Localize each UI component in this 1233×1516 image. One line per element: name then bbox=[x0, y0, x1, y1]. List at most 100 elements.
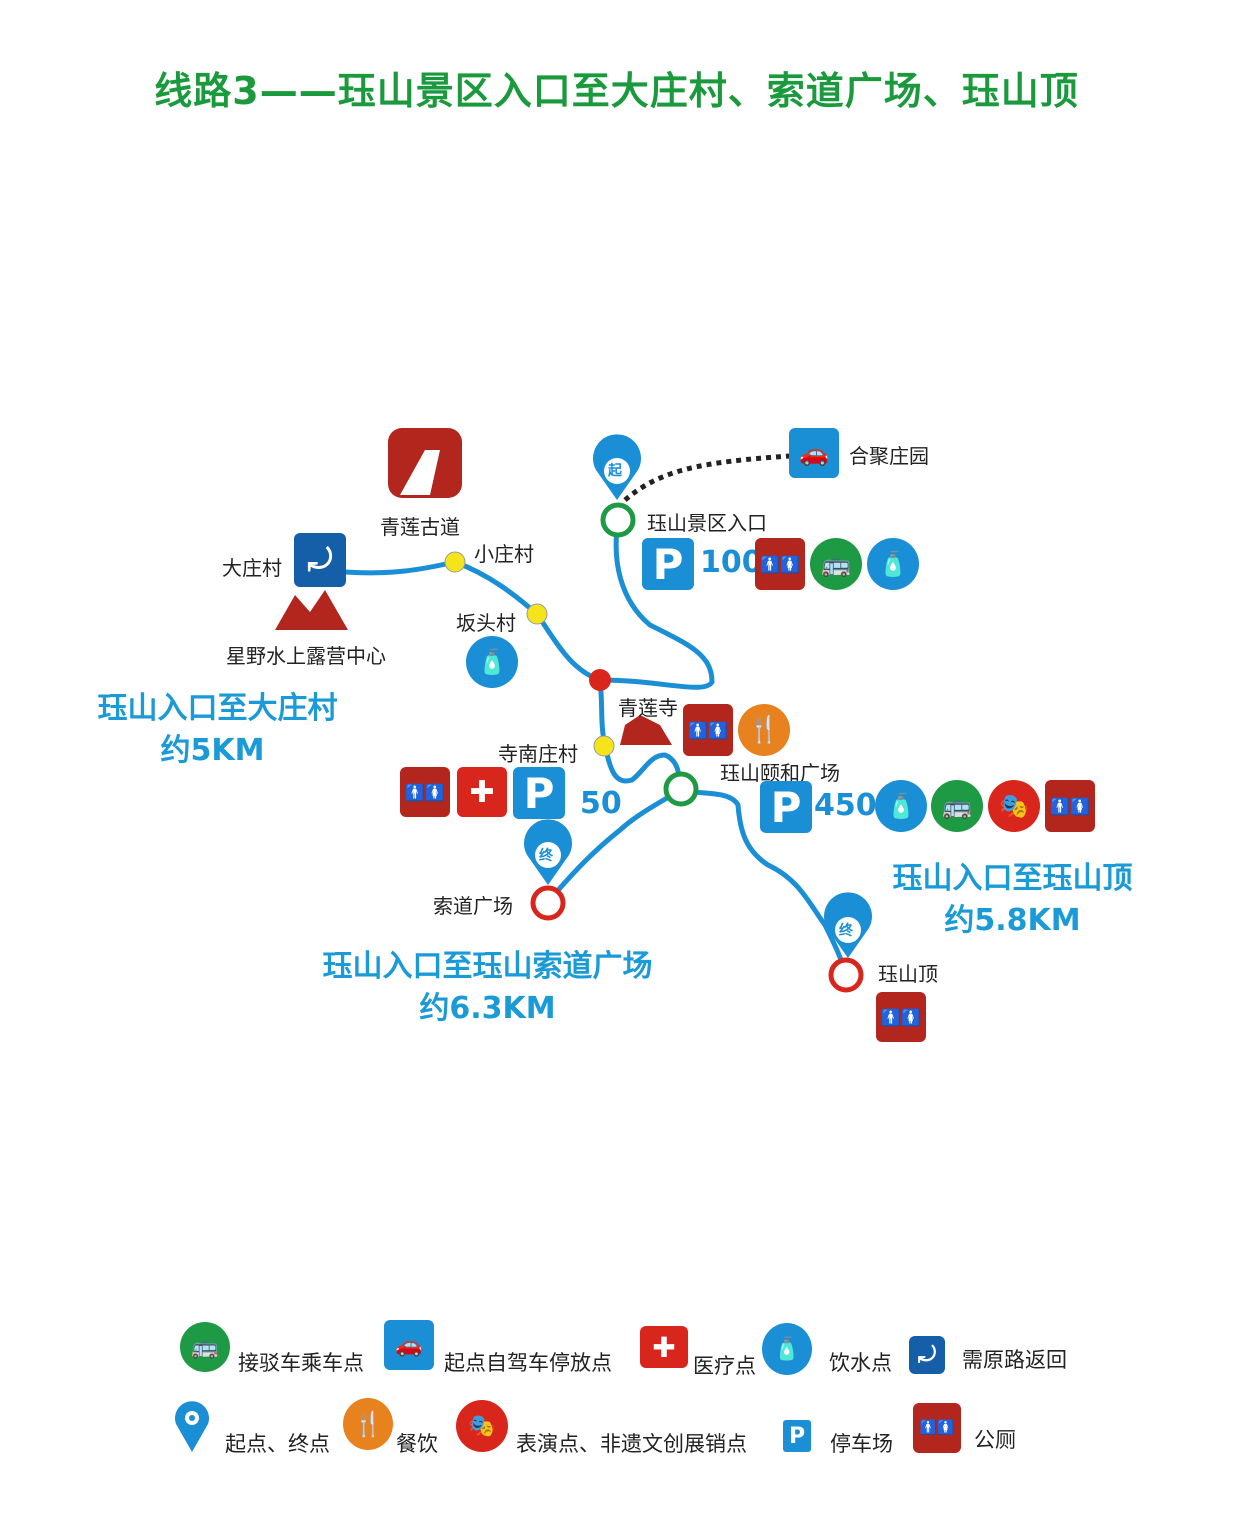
performance-glyph: 🎭 bbox=[468, 1413, 496, 1439]
water-glyph: 🧴 bbox=[886, 792, 916, 820]
xiaozhuang-node[interactable] bbox=[444, 551, 466, 573]
parking-glyph: P bbox=[770, 782, 802, 832]
parking-icon: P bbox=[760, 781, 812, 833]
legend-label: 起点、终点 bbox=[225, 1432, 330, 1456]
sinanzhuang-node[interactable] bbox=[593, 735, 615, 757]
route-to-summit bbox=[679, 787, 849, 976]
cableway-node[interactable] bbox=[530, 885, 566, 921]
label-xiaozhuang: 小庄村 bbox=[474, 542, 534, 566]
self-drive-parking-icon[interactable]: 🚗 bbox=[789, 428, 839, 478]
summit-node[interactable] bbox=[828, 957, 864, 993]
food-icon: 🍴 bbox=[738, 704, 790, 756]
route-to-cableway bbox=[546, 787, 682, 904]
parking-glyph: P bbox=[652, 539, 684, 589]
route-from-entrance bbox=[599, 521, 715, 690]
legend-label: 餐饮 bbox=[396, 1432, 438, 1456]
water-icon: 🧴 bbox=[867, 538, 919, 590]
bantou-node[interactable] bbox=[526, 603, 548, 625]
toilet-icon: 🚹🚺 bbox=[876, 992, 926, 1042]
bus-icon: 🚌 bbox=[931, 780, 983, 832]
legend-label: 医疗点 bbox=[693, 1354, 756, 1378]
car-glyph: 🚗 bbox=[799, 439, 829, 467]
legend-label: 表演点、非遗文创展销点 bbox=[516, 1432, 747, 1456]
legend-u-turn-icon: ⤾ bbox=[909, 1336, 945, 1374]
page-title: 线路3——珏山景区入口至大庄村、索道广场、珏山顶 bbox=[154, 69, 1079, 113]
car-glyph: 🚗 bbox=[395, 1332, 423, 1358]
legend-parking-icon: P bbox=[783, 1420, 811, 1452]
toilet-glyph: 🚹🚺 bbox=[405, 782, 445, 802]
parking-capacity-entrance: 100 bbox=[700, 545, 763, 580]
end-pin-label: 终 bbox=[839, 923, 853, 939]
legend-self-drive-parking-icon: 🚗 bbox=[384, 1320, 434, 1370]
label-camp: 星野水上露营中心 bbox=[226, 644, 386, 668]
label-bantou: 坂头村 bbox=[456, 611, 516, 635]
parking-capacity-yihe: 450 bbox=[814, 788, 877, 823]
toilet-icon: 🚹🚺 bbox=[400, 767, 450, 817]
label-cableway: 索道广场 bbox=[433, 894, 513, 918]
bus-icon: 🚌 bbox=[810, 538, 862, 590]
legend-medical-icon: ✚ bbox=[640, 1326, 688, 1368]
u-turn-icon: ⤾ bbox=[294, 533, 346, 587]
label-qinglian-road: 青莲古道 bbox=[380, 515, 460, 539]
temple-icon bbox=[620, 715, 672, 745]
start-pin-label: 起 bbox=[608, 463, 622, 479]
legend-label: 饮水点 bbox=[829, 1351, 892, 1375]
legend-label: 需原路返回 bbox=[962, 1348, 1067, 1372]
route-cableway: 珏山入口至珏山索道广场 约6.3KM bbox=[295, 946, 680, 1030]
label-sinanzhuang: 寺南庄村 bbox=[498, 742, 578, 766]
yihe-node[interactable] bbox=[663, 771, 699, 807]
legend-pin-icon bbox=[175, 1401, 209, 1452]
u-turn-glyph: ⤾ bbox=[917, 1342, 937, 1368]
legend-bus-icon: 🚌 bbox=[180, 1322, 230, 1372]
legend-toilet-icon: 🚹🚺 bbox=[913, 1403, 961, 1453]
label-heju: 合聚庄园 bbox=[849, 444, 929, 468]
legend-label: 接驳车乘车点 bbox=[238, 1351, 364, 1375]
label-entrance: 珏山景区入口 bbox=[647, 511, 767, 535]
parking-icon: P bbox=[642, 538, 694, 590]
route-name: 珏山入口至大庄村 bbox=[97, 691, 338, 726]
legend-label: 停车场 bbox=[830, 1432, 893, 1456]
end-pin-cableway-icon[interactable] bbox=[524, 819, 572, 885]
start-pin-icon[interactable] bbox=[593, 434, 641, 500]
bus-glyph: 🚌 bbox=[942, 792, 972, 820]
label-summit: 珏山顶 bbox=[878, 962, 938, 986]
food-glyph: 🍴 bbox=[353, 1410, 383, 1438]
legend-food-icon: 🍴 bbox=[343, 1398, 393, 1450]
toilet-glyph: 🚹🚺 bbox=[881, 1007, 921, 1027]
end-pin-summit-icon[interactable] bbox=[824, 892, 872, 958]
entrance-node[interactable] bbox=[600, 502, 636, 538]
toilet-glyph: 🚹🚺 bbox=[1050, 796, 1090, 816]
water-glyph: 🧴 bbox=[878, 550, 908, 578]
water-icon: 🧴 bbox=[466, 636, 518, 688]
label-dazhuang: 大庄村 bbox=[222, 556, 282, 580]
u-turn-glyph: ⤾ bbox=[307, 542, 333, 578]
end-pin-label: 终 bbox=[539, 848, 553, 864]
performance-icon: 🎭 bbox=[988, 780, 1040, 832]
dotted-link-heju bbox=[623, 453, 791, 502]
bus-glyph: 🚌 bbox=[191, 1334, 219, 1360]
food-glyph: 🍴 bbox=[747, 715, 781, 745]
medical-glyph: ✚ bbox=[652, 1330, 676, 1364]
water-icon: 🧴 bbox=[875, 780, 927, 832]
toilet-icon: 🚹🚺 bbox=[755, 538, 805, 590]
route-dazhuang: 珏山入口至大庄村 约5KM bbox=[80, 688, 355, 772]
parking-capacity-sinanzhuang: 50 bbox=[580, 786, 622, 821]
water-glyph: 🧴 bbox=[773, 1336, 801, 1362]
legend-water-icon: 🧴 bbox=[762, 1323, 812, 1375]
toilet-icon: 🚹🚺 bbox=[683, 704, 733, 756]
water-glyph: 🧴 bbox=[477, 648, 507, 676]
toilet-glyph: 🚹🚺 bbox=[760, 554, 800, 574]
legend-performance-icon: 🎭 bbox=[456, 1400, 508, 1452]
toilet-glyph: 🚹🚺 bbox=[919, 1420, 955, 1436]
route-distance: 约5.8KM bbox=[944, 903, 1081, 938]
medical-icon: ✚ bbox=[457, 767, 507, 817]
performance-glyph: 🎭 bbox=[999, 792, 1029, 820]
parking-glyph: P bbox=[523, 768, 555, 818]
medical-glyph: ✚ bbox=[469, 774, 495, 810]
legend-label: 起点自驾车停放点 bbox=[444, 1351, 612, 1375]
route-summit: 珏山入口至珏山顶 约5.8KM bbox=[870, 858, 1155, 942]
route-name: 珏山入口至珏山索道广场 bbox=[322, 949, 653, 984]
camp-icon bbox=[275, 590, 348, 630]
temple-junction-node[interactable] bbox=[589, 669, 611, 691]
